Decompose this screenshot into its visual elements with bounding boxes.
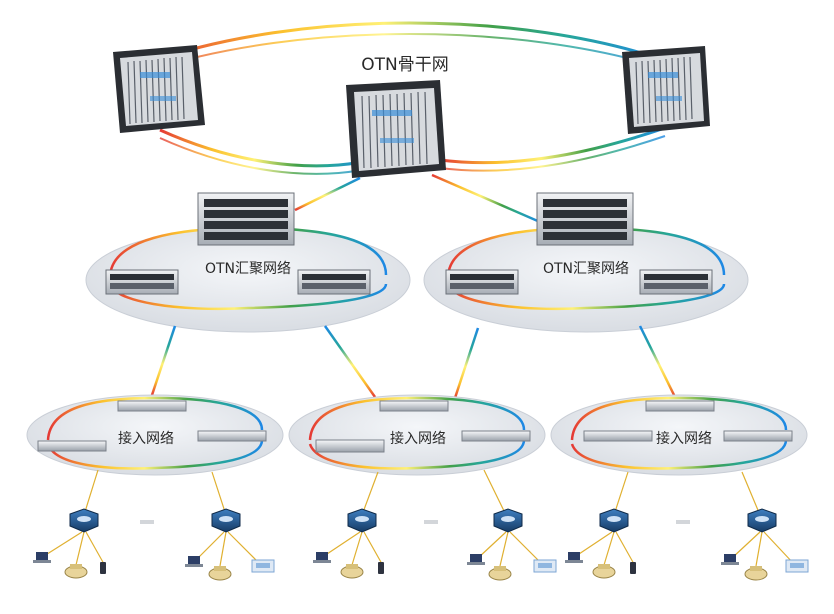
- access-network-3: 接入网络: [550, 394, 808, 476]
- aggregation-network-right: OTN汇聚网络: [423, 192, 749, 333]
- cpe-routers: [69, 508, 777, 533]
- access-switch-icon: [645, 400, 715, 412]
- laptop-icon: [313, 552, 331, 563]
- mobile-icon: [378, 562, 384, 574]
- set-top-box-icon: [251, 559, 275, 573]
- cpe-links: [43, 469, 795, 567]
- end-devices: [33, 552, 809, 581]
- laptop-icon: [33, 552, 51, 563]
- access-switch-icon: [197, 430, 267, 442]
- access-label: 接入网络: [118, 430, 174, 447]
- backbone-rack-center: [346, 80, 446, 178]
- aggregation-label: OTN汇聚网络: [543, 261, 629, 277]
- backbone-uplinks: [294, 173, 541, 224]
- otn-shelf-icon: [536, 192, 634, 246]
- access-switch-icon: [315, 439, 385, 453]
- access-network-2: 接入网络: [288, 394, 546, 476]
- router-icon: [211, 508, 241, 533]
- phone-icon: [744, 566, 768, 581]
- otn-shelf-icon: [297, 269, 371, 295]
- access-network-1: 接入网络: [26, 394, 284, 476]
- router-icon: [493, 508, 523, 533]
- router-icon: [347, 508, 377, 533]
- phone-icon: [488, 566, 512, 581]
- access-switch-icon: [461, 430, 531, 442]
- laptop-icon: [565, 552, 583, 563]
- otn-shelf-icon: [197, 192, 295, 246]
- access-label: 接入网络: [390, 430, 446, 447]
- aggregation-network-left: OTN汇聚网络: [85, 192, 411, 333]
- set-top-box-icon: [785, 559, 809, 573]
- router-icon: [599, 508, 629, 533]
- phone-icon: [340, 564, 364, 579]
- backbone-label: OTN骨干网: [361, 55, 448, 75]
- aggregation-label: OTN汇聚网络: [205, 261, 291, 277]
- access-switch-icon: [723, 430, 793, 442]
- laptop-icon: [721, 554, 739, 565]
- phone-icon: [208, 566, 232, 581]
- backbone-rack-right: [622, 46, 710, 134]
- access-switch-icon: [117, 400, 187, 412]
- router-icon: [69, 508, 99, 533]
- phone-icon: [64, 564, 88, 579]
- faint-captions: [140, 520, 690, 524]
- set-top-box-icon: [533, 559, 557, 573]
- laptop-icon: [185, 556, 203, 567]
- otn-shelf-icon: [639, 269, 713, 295]
- backbone-ring: [149, 21, 671, 175]
- access-switch-icon: [583, 430, 653, 442]
- access-switch-icon: [37, 440, 107, 452]
- mobile-icon: [630, 562, 636, 574]
- phone-icon: [592, 564, 616, 579]
- laptop-icon: [467, 554, 485, 565]
- aggregation-downlinks: [150, 325, 677, 399]
- otn-shelf-icon: [105, 269, 179, 295]
- mobile-icon: [100, 562, 106, 574]
- otn-shelf-icon: [445, 269, 519, 295]
- router-icon: [747, 508, 777, 533]
- backbone-rack-left: [113, 45, 205, 133]
- access-label: 接入网络: [656, 430, 712, 447]
- access-switch-icon: [379, 400, 449, 412]
